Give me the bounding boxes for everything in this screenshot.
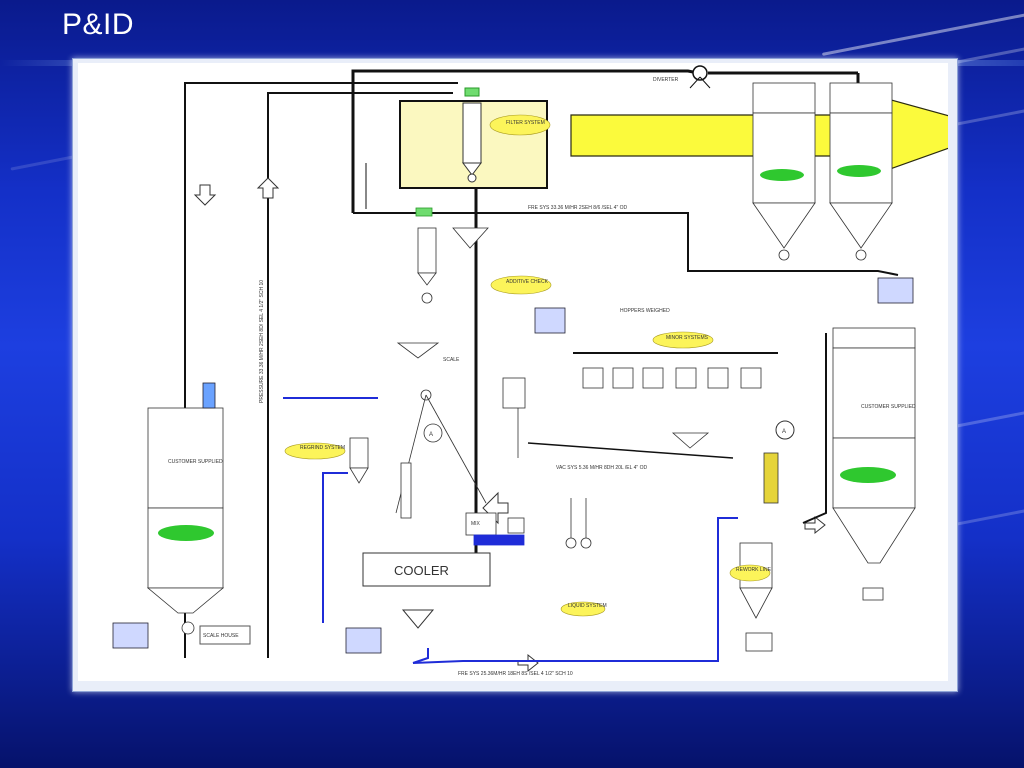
filter-system-label: FILTER SYSTEM [506,120,545,126]
left-silo-status [158,525,214,541]
bin-a-right [775,420,795,440]
customer-supplied-left-label: CUSTOMER SUPPLIED [168,459,223,465]
filter-system-callout [489,114,551,136]
cooler-hopper [401,609,435,629]
silo-status-indicator [837,165,881,177]
cooler-label: COOLER [394,563,449,578]
filter-system-unit [462,87,482,183]
regrind-label: REGRIND SYSTEM [300,445,345,451]
flow-arrows [193,177,826,673]
left-silo [146,382,225,635]
right-silo-status [840,467,896,483]
diverter-label: DIVERTER [653,77,679,83]
bin-a-left-label: A [429,432,433,438]
diverter-valve: DIVERTER [653,65,711,89]
customer-supplied-right-label: CUSTOMER SUPPLIED [861,404,916,410]
regrind-callout [284,442,346,460]
center-feeders [395,207,489,514]
liquid-system [565,498,592,549]
motor-units [112,277,914,654]
vac-mid-pipe [527,442,734,459]
minor-systems-label: MINOR SYSTEMS [666,335,709,341]
top-right-silos [752,82,893,261]
hoppers-group [502,352,778,458]
vac-sys-bottom-label: FRE SYS 25.36M/HR 18EH 8S /SEL 4 1/2" SC… [458,671,573,677]
rework-line-callout [729,564,771,582]
additive-check-label: ADDITIVE CHECK [506,279,549,285]
vac-sys-mid-label: VAC SYS 5.36 M/HR 8DH 20L /EL 4" OD [556,465,647,471]
cooler-unit [362,552,491,587]
additive-check-callout [490,275,552,295]
rework-line [739,452,779,652]
mix-unit [465,512,525,546]
minor-systems-callout [652,331,714,349]
liquid-system-callout [560,601,606,617]
scale-house-box [199,625,251,645]
pid-diagram: DIVERTER FILTER SYSTEM FRE SYS 33.36 M/H… [78,63,948,681]
scale-house-label: SCALE HOUSE [203,633,239,639]
bin-a-right-label: A [782,429,786,435]
right-silo [802,327,916,601]
mix-label: MIX [471,521,481,527]
vac-sys-top-label: FRE SYS 33.36 M/HR 2SEH 8/6 /SEL 4" OD [528,205,628,211]
regrind-system [283,397,738,664]
silo-status-indicator [760,169,804,181]
vertical-line-label: PRESSURE 33.36 M/HR 2SEH 8D/ SEL 4 1/2" … [259,280,265,403]
liquid-system-label: LIQUID SYSTEM [568,603,607,609]
background-streak [821,7,1024,56]
rework-line-label: REWORK LINE [736,567,772,573]
scale-label: SCALE [443,357,460,363]
slide-title: P&ID [62,8,135,41]
hoppers-weighed-label: HOPPERS WEIGHED [620,308,670,314]
